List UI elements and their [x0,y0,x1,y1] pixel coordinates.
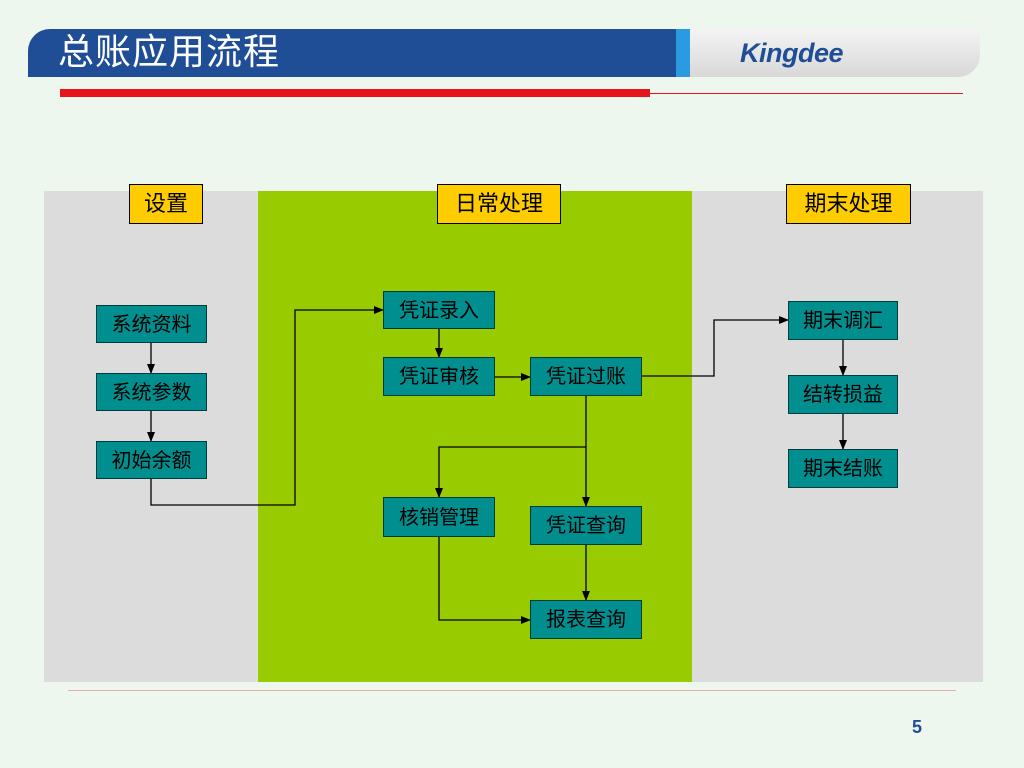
arrow-balance-to-entry [150,306,384,506]
node-voucher-entry: 凭证录入 [383,291,495,329]
header-bar [28,29,688,77]
node-report-query: 报表查询 [530,600,642,639]
node-voucher-query: 凭证查询 [530,506,642,545]
node-system-params: 系统参数 [96,373,207,411]
node-voucher-posting: 凭证过账 [530,357,642,396]
footer-rule [68,690,956,691]
arrow-writeoff-to-report [438,537,531,624]
header-red-rule [60,89,650,97]
node-initial-balance: 初始余额 [96,441,207,479]
arrow-posting-to-writeoff [435,446,586,498]
period-end-column [692,191,983,682]
node-voucher-review: 凭证审核 [383,357,495,396]
node-period-adjust: 期末调汇 [788,301,898,340]
node-transfer-pl: 结转损益 [788,375,898,414]
header-accent-stripe [676,29,690,77]
header-thin-rule [650,93,963,94]
phase-label-setup: 设置 [129,184,203,224]
page-title: 总账应用流程 [58,32,281,73]
node-writeoff-mgmt: 核销管理 [383,497,495,537]
phase-label-period-end: 期末处理 [786,184,911,224]
phase-label-daily: 日常处理 [437,184,561,224]
page-number: 5 [912,717,923,737]
kingdee-logo: Kingdee [740,38,844,68]
arrow-posting-to-adjust [642,316,789,377]
node-period-close: 期末结账 [788,449,898,488]
node-system-data: 系统资料 [96,305,207,343]
header-logo-panel [690,29,980,77]
